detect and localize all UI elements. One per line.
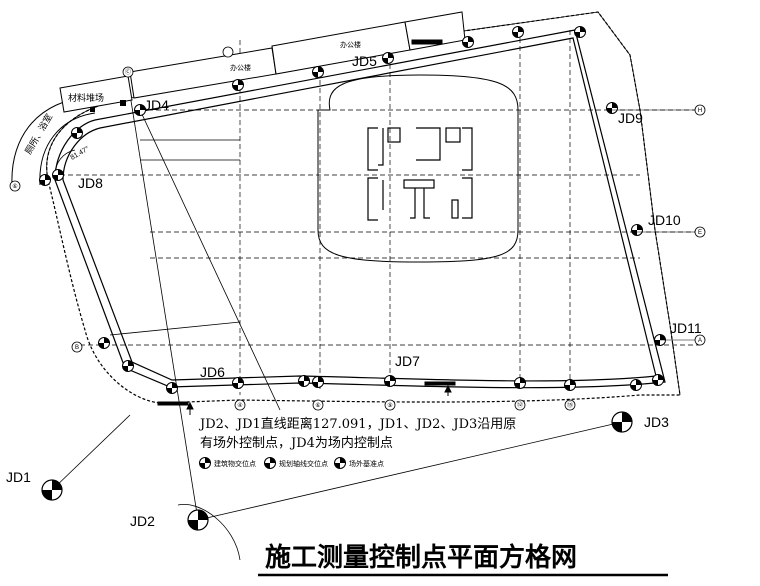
office-label-1: 办公楼	[230, 63, 251, 72]
note-line-2: 有场外控制点，JD4为场内控制点	[200, 435, 393, 451]
office-label-2: 办公楼	[340, 40, 361, 49]
jd1-label: JD1	[6, 469, 31, 485]
axis-label-h: H	[698, 108, 702, 114]
jd5-label: JD5	[352, 53, 377, 69]
jd3-label: JD3	[644, 414, 669, 430]
legend-symbol-1	[199, 457, 211, 469]
axis-bubble-labels: H E A B ⑥ ④ ⑥ ⑨ ⑫ ⑮ Ⓒ	[12, 68, 702, 409]
jd4-label: JD4	[144, 97, 169, 113]
legend-symbol-2	[264, 457, 276, 469]
legend-item-3: 场外基准点	[349, 459, 384, 468]
page-title: 施工测量控制点平面方格网	[265, 542, 577, 573]
axis-label-4: ④	[237, 402, 242, 409]
note-line-1: JD2、JD1直线距离127.091，JD1、JD2、JD3沿用原	[198, 416, 516, 432]
jd9-label: JD9	[618, 110, 643, 126]
material-yard-label: 材料堆场	[68, 92, 104, 103]
jd2-label: JD2	[130, 513, 155, 529]
axis-leaders	[612, 109, 695, 341]
axis-label-6: ⑥	[315, 402, 320, 409]
legend: 建筑物交位点 规划轴线交位点 场外基准点	[199, 457, 384, 469]
main-building	[317, 74, 519, 263]
jd8-label: JD8	[78, 175, 103, 191]
control-point-labels: JD4 JD5 JD9 JD10 JD11 JD8 JD6 JD7 JD3 JD…	[6, 53, 702, 529]
jd10-label: JD10	[648, 212, 681, 228]
site-buildings	[59, 11, 466, 113]
axis-label-left-top: ⑥	[12, 183, 17, 190]
legend-item-1: 建筑物交位点	[214, 459, 256, 468]
jd11-label: JD11	[670, 320, 702, 336]
legend-symbol-3	[334, 457, 346, 469]
road-marker	[90, 107, 95, 112]
jd3-symbol	[611, 411, 633, 433]
jd2-symbol	[187, 509, 209, 531]
axis-label-e: E	[698, 230, 702, 236]
legend-item-2: 规划轴线交位点	[279, 459, 328, 468]
axis-label-b: B	[75, 345, 79, 351]
gate-markers	[157, 381, 456, 415]
jd7-label: JD7	[395, 353, 420, 369]
axis-label-12: ⑫	[517, 401, 523, 409]
angle-label: 81.47°	[69, 145, 91, 162]
jd4-marker	[120, 100, 126, 106]
jd1-symbol	[41, 479, 63, 501]
axis-label-c: Ⓒ	[125, 68, 131, 76]
control-lines	[51, 81, 623, 561]
axis-label-a: A	[698, 338, 702, 344]
axis-label-9: ⑨	[387, 402, 392, 409]
jd6-label: JD6	[200, 364, 225, 380]
axis-label-15: ⑮	[567, 401, 573, 409]
